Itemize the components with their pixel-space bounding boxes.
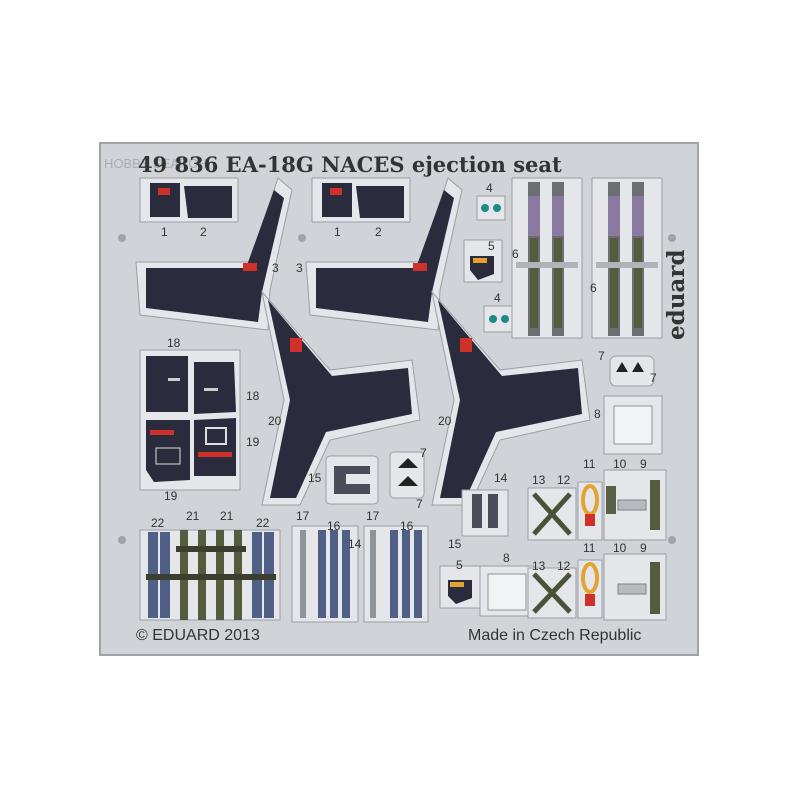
part-label: 1 — [161, 225, 168, 239]
part-label: 10 — [613, 457, 627, 471]
part-label: 14 — [494, 471, 508, 485]
part-label: 9 — [640, 457, 647, 471]
brand-logo: eduard — [663, 249, 690, 340]
seat-back-part-3-right — [305, 177, 463, 331]
part-label: 8 — [503, 551, 510, 565]
part-label: 1 — [334, 225, 341, 239]
harness-part-6-left — [511, 177, 583, 339]
parts-5-8-lower — [439, 565, 535, 617]
part-label: 22 — [151, 516, 165, 530]
part-label: 3 — [272, 261, 279, 275]
part-label: 13 — [532, 473, 546, 487]
belts-part-16-17-right — [363, 525, 429, 623]
part-label: 5 — [456, 558, 463, 572]
part-label: 18 — [167, 336, 181, 350]
part-label: 6 — [512, 247, 519, 261]
part-label: 20 — [268, 414, 282, 428]
part-label: 13 — [532, 559, 546, 573]
copyright-text: © EDUARD 2013 — [136, 627, 260, 644]
part-label: 7 — [598, 349, 605, 363]
part-label: 22 — [256, 516, 270, 530]
part-label: 19 — [164, 489, 178, 503]
part-group-1-2-left — [139, 177, 239, 223]
part-4-bottom — [483, 305, 515, 333]
parts-9-13-lower — [527, 553, 667, 621]
part-label: 17 — [296, 509, 310, 523]
part-label: 4 — [494, 291, 501, 305]
mount-hole — [118, 234, 126, 242]
part-label: 14 — [348, 537, 362, 551]
part-label: 16 — [327, 519, 341, 533]
part-5-top — [463, 239, 503, 283]
mount-hole — [298, 234, 306, 242]
part-label: 21 — [186, 509, 200, 523]
part-label: 11 — [583, 541, 596, 555]
part-label: 18 — [246, 389, 260, 403]
sheet-title: 49 836 EA-18G NACES ejection seat — [138, 152, 562, 177]
part-label: 15 — [308, 471, 322, 485]
part-label: 7 — [650, 371, 657, 385]
seat-back-part-3-left — [135, 177, 293, 331]
part-label: 5 — [488, 239, 495, 253]
seat-pan-part-20-left — [261, 290, 421, 506]
mount-hole — [668, 234, 676, 242]
part-label: 4 — [486, 181, 493, 195]
part-14-15-center — [461, 489, 509, 537]
panels-part-18-19 — [139, 349, 241, 491]
part-15-7-middle — [325, 451, 425, 505]
part-label: 20 — [438, 414, 452, 428]
part-label: 10 — [613, 541, 627, 555]
part-8-right — [603, 395, 663, 455]
part-label: 16 — [400, 519, 414, 533]
parts-9-13-upper — [527, 469, 667, 541]
part-label: 15 — [448, 537, 462, 551]
seat-pan-part-20-right — [431, 290, 591, 506]
part-label: 7 — [416, 497, 423, 511]
part-7-right — [609, 355, 655, 387]
part-label: 2 — [375, 225, 382, 239]
belts-part-21-22 — [139, 529, 281, 621]
part-group-1-2-right — [311, 177, 411, 223]
harness-part-6-right — [591, 177, 663, 339]
part-label: 11 — [583, 457, 596, 471]
part-label: 7 — [420, 446, 427, 460]
mount-hole — [668, 536, 676, 544]
part-label: 9 — [640, 541, 647, 555]
part-label: 12 — [557, 559, 571, 573]
watermark: HOBBY SEARCH — [104, 156, 207, 171]
part-label: 3 — [296, 261, 303, 275]
part-label: 6 — [590, 281, 597, 295]
part-label: 21 — [220, 509, 234, 523]
belts-part-16-17-left — [291, 525, 359, 623]
part-label: 12 — [557, 473, 571, 487]
part-label: 8 — [594, 407, 601, 421]
part-label: 19 — [246, 435, 260, 449]
mount-hole — [118, 536, 126, 544]
part-label: 2 — [200, 225, 207, 239]
part-4-top — [476, 195, 506, 221]
origin-text: Made in Czech Republic — [468, 627, 641, 644]
part-label: 17 — [366, 509, 380, 523]
